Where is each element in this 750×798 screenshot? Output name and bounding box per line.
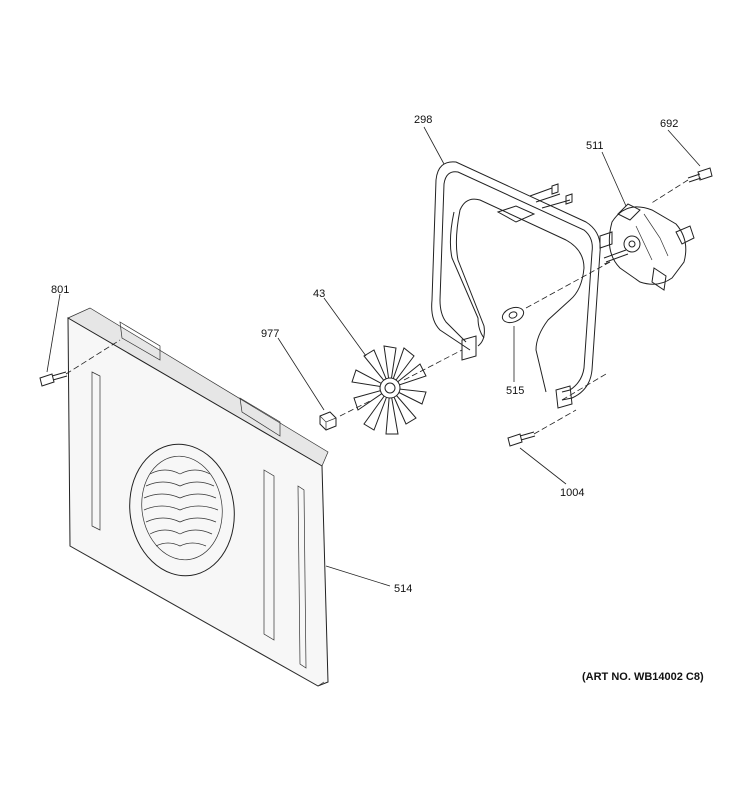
screw-801-icon <box>39 339 121 387</box>
rear-panel <box>67 307 329 687</box>
motor-511-icon <box>599 203 695 291</box>
nut-977-icon <box>319 411 337 431</box>
label-511: 511 <box>586 140 604 152</box>
label-515: 515 <box>506 385 524 397</box>
heating-element-298-icon <box>431 161 607 409</box>
art-number: (ART NO. WB14002 C8) <box>582 671 704 683</box>
screw-1004-icon <box>507 409 577 447</box>
label-43: 43 <box>313 288 325 300</box>
label-298: 298 <box>414 114 432 126</box>
screw-692-icon <box>649 167 713 205</box>
label-1004: 1004 <box>560 487 584 499</box>
label-801: 801 <box>51 284 69 296</box>
label-692: 692 <box>660 118 678 130</box>
washer-515-icon <box>501 261 611 324</box>
label-977: 977 <box>261 328 279 340</box>
label-514: 514 <box>394 583 412 595</box>
fan-blade-43-icon <box>339 345 463 435</box>
